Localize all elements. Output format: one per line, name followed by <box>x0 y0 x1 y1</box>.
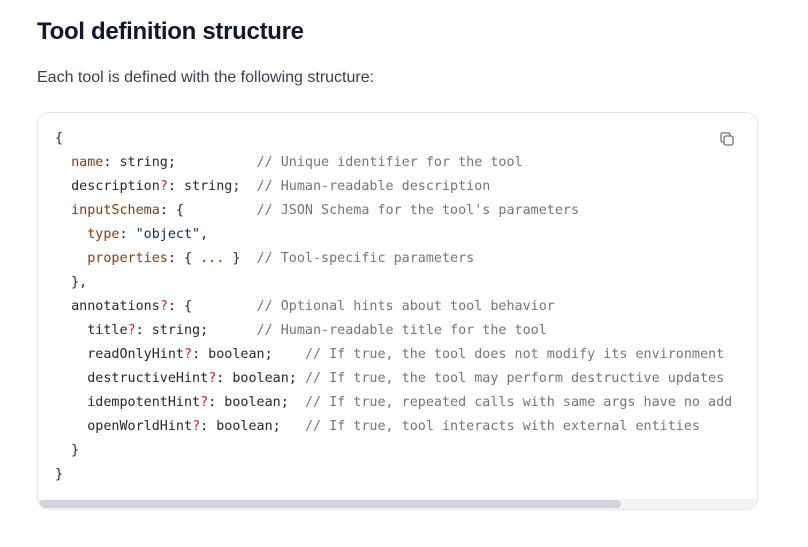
code-token: : { <box>159 203 257 218</box>
code-token: }, <box>55 275 88 290</box>
code-token: : string; <box>103 155 257 170</box>
scrollbar-thumb[interactable] <box>39 500 621 508</box>
code-token: : <box>119 227 136 242</box>
code-token: // Human-readable description <box>256 179 491 194</box>
code-token: openWorldHint <box>55 419 193 434</box>
code-token: ? <box>159 299 168 314</box>
code-token: // Tool-specific parameters <box>256 251 475 266</box>
code-token: ? <box>127 323 136 338</box>
code-token: ? <box>184 347 193 362</box>
code-token: : string; <box>135 323 257 338</box>
horizontal-scrollbar[interactable] <box>38 499 757 509</box>
code-line: idempotentHint?: boolean; // If true, re… <box>55 391 757 415</box>
code-block: { name: string; // Unique identifier for… <box>37 112 758 510</box>
code-line: title?: string; // Human-readable title … <box>55 319 757 343</box>
code-line: inputSchema: { // JSON Schema for the to… <box>55 199 757 223</box>
code-line: }, <box>55 271 757 295</box>
code-token: ? <box>200 395 209 410</box>
code-token: { <box>55 131 64 146</box>
code-token <box>55 155 71 170</box>
code-token: // If true, tool interacts with external… <box>304 419 700 434</box>
code-content: { name: string; // Unique identifier for… <box>38 113 757 487</box>
code-line: annotations?: { // Optional hints about … <box>55 295 757 319</box>
code-token: ? <box>192 419 201 434</box>
code-token: // Unique identifier for the tool <box>256 155 523 170</box>
code-token: type <box>87 227 120 242</box>
code-lines: { name: string; // Unique identifier for… <box>55 127 757 487</box>
code-token: : boolean; <box>200 419 305 434</box>
code-token: ... <box>200 251 225 266</box>
code-token: title <box>55 323 128 338</box>
code-line: description?: string; // Human-readable … <box>55 175 757 199</box>
code-token: name <box>71 155 104 170</box>
code-token: inputSchema <box>71 203 160 218</box>
code-token: : { <box>167 299 257 314</box>
code-line: openWorldHint?: boolean; // If true, too… <box>55 415 757 439</box>
code-token: } <box>55 443 80 458</box>
intro-paragraph: Each tool is defined with the following … <box>37 69 375 86</box>
code-token: } <box>55 467 64 482</box>
code-line: properties: { ... } // Tool-specific par… <box>55 247 757 271</box>
code-token: : string; <box>167 179 257 194</box>
code-token: : { <box>167 251 201 266</box>
code-line: type: "object", <box>55 223 757 247</box>
code-token: , <box>200 227 209 242</box>
code-token <box>55 203 71 218</box>
code-line: destructiveHint?: boolean; // If true, t… <box>55 367 757 391</box>
code-line: } <box>55 439 757 463</box>
code-token: // If true, repeated calls with same arg… <box>304 395 733 410</box>
section-heading: Tool definition structure <box>37 18 304 45</box>
copy-button[interactable] <box>719 130 737 148</box>
code-line: } <box>55 463 757 487</box>
code-token: // Optional hints about tool behavior <box>256 299 555 314</box>
code-token: properties <box>87 251 168 266</box>
code-token: ? <box>159 179 168 194</box>
code-token: : boolean; <box>208 395 305 410</box>
code-line: name: string; // Unique identifier for t… <box>55 151 757 175</box>
code-token <box>55 251 87 266</box>
code-token: readOnlyHint <box>55 347 184 362</box>
code-token: } <box>224 251 257 266</box>
code-token: : boolean; <box>216 371 305 386</box>
code-token: // Human-readable title for the tool <box>256 323 547 338</box>
code-token: // If true, the tool may perform destruc… <box>304 371 725 386</box>
code-token: annotations <box>55 299 160 314</box>
code-token: idempotentHint <box>55 395 201 410</box>
copy-icon <box>719 131 737 147</box>
code-token <box>55 227 87 242</box>
code-token: "object" <box>135 227 201 242</box>
code-token: description <box>55 179 160 194</box>
code-token: // JSON Schema for the tool's parameters <box>256 203 580 218</box>
code-token: : boolean; <box>192 347 305 362</box>
code-line: readOnlyHint?: boolean; // If true, the … <box>55 343 757 367</box>
code-token: // If true, the tool does not modify its… <box>304 347 725 362</box>
code-scroll-area[interactable]: { name: string; // Unique identifier for… <box>38 113 757 499</box>
code-line: { <box>55 127 757 151</box>
code-token: destructiveHint <box>55 371 209 386</box>
code-token: ? <box>208 371 217 386</box>
